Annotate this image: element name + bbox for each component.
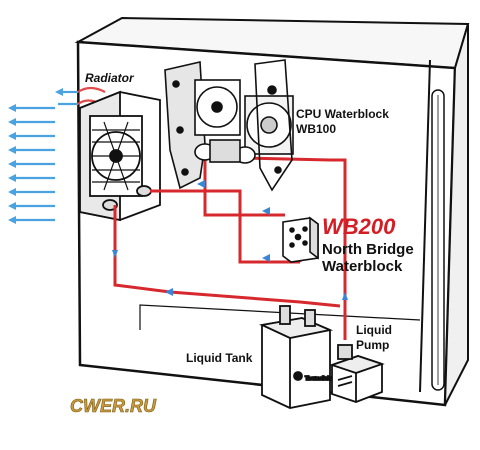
- liquid-tank-label: Liquid Tank: [186, 351, 253, 365]
- watermark-logo: CWER.RU: [70, 396, 158, 417]
- tank-brand-label: Thermaltake: [305, 376, 333, 382]
- north-bridge-waterblock: [282, 216, 319, 263]
- flow-arrows: [112, 180, 348, 300]
- cpu-waterblock-model: WB100: [296, 122, 336, 136]
- liquid-pump: [329, 344, 385, 403]
- liquid-tank: Thermaltake: [259, 305, 334, 409]
- air-flow: [8, 86, 106, 224]
- north-bridge-waterblock-label: Waterblock: [322, 258, 403, 275]
- radiator: [79, 90, 161, 222]
- liquid-pump-label-1: Liquid: [356, 323, 392, 337]
- cpu-waterblock: [164, 59, 294, 192]
- watermark-text: CWER.RU: [70, 396, 157, 416]
- cpu-waterblock-label: CPU Waterblock: [296, 107, 389, 121]
- liquid-pump-label-2: Pump: [356, 338, 389, 352]
- north-bridge-label: North Bridge: [322, 241, 414, 258]
- wb200-label: WB200: [322, 214, 396, 239]
- radiator-label: Radiator: [85, 71, 135, 85]
